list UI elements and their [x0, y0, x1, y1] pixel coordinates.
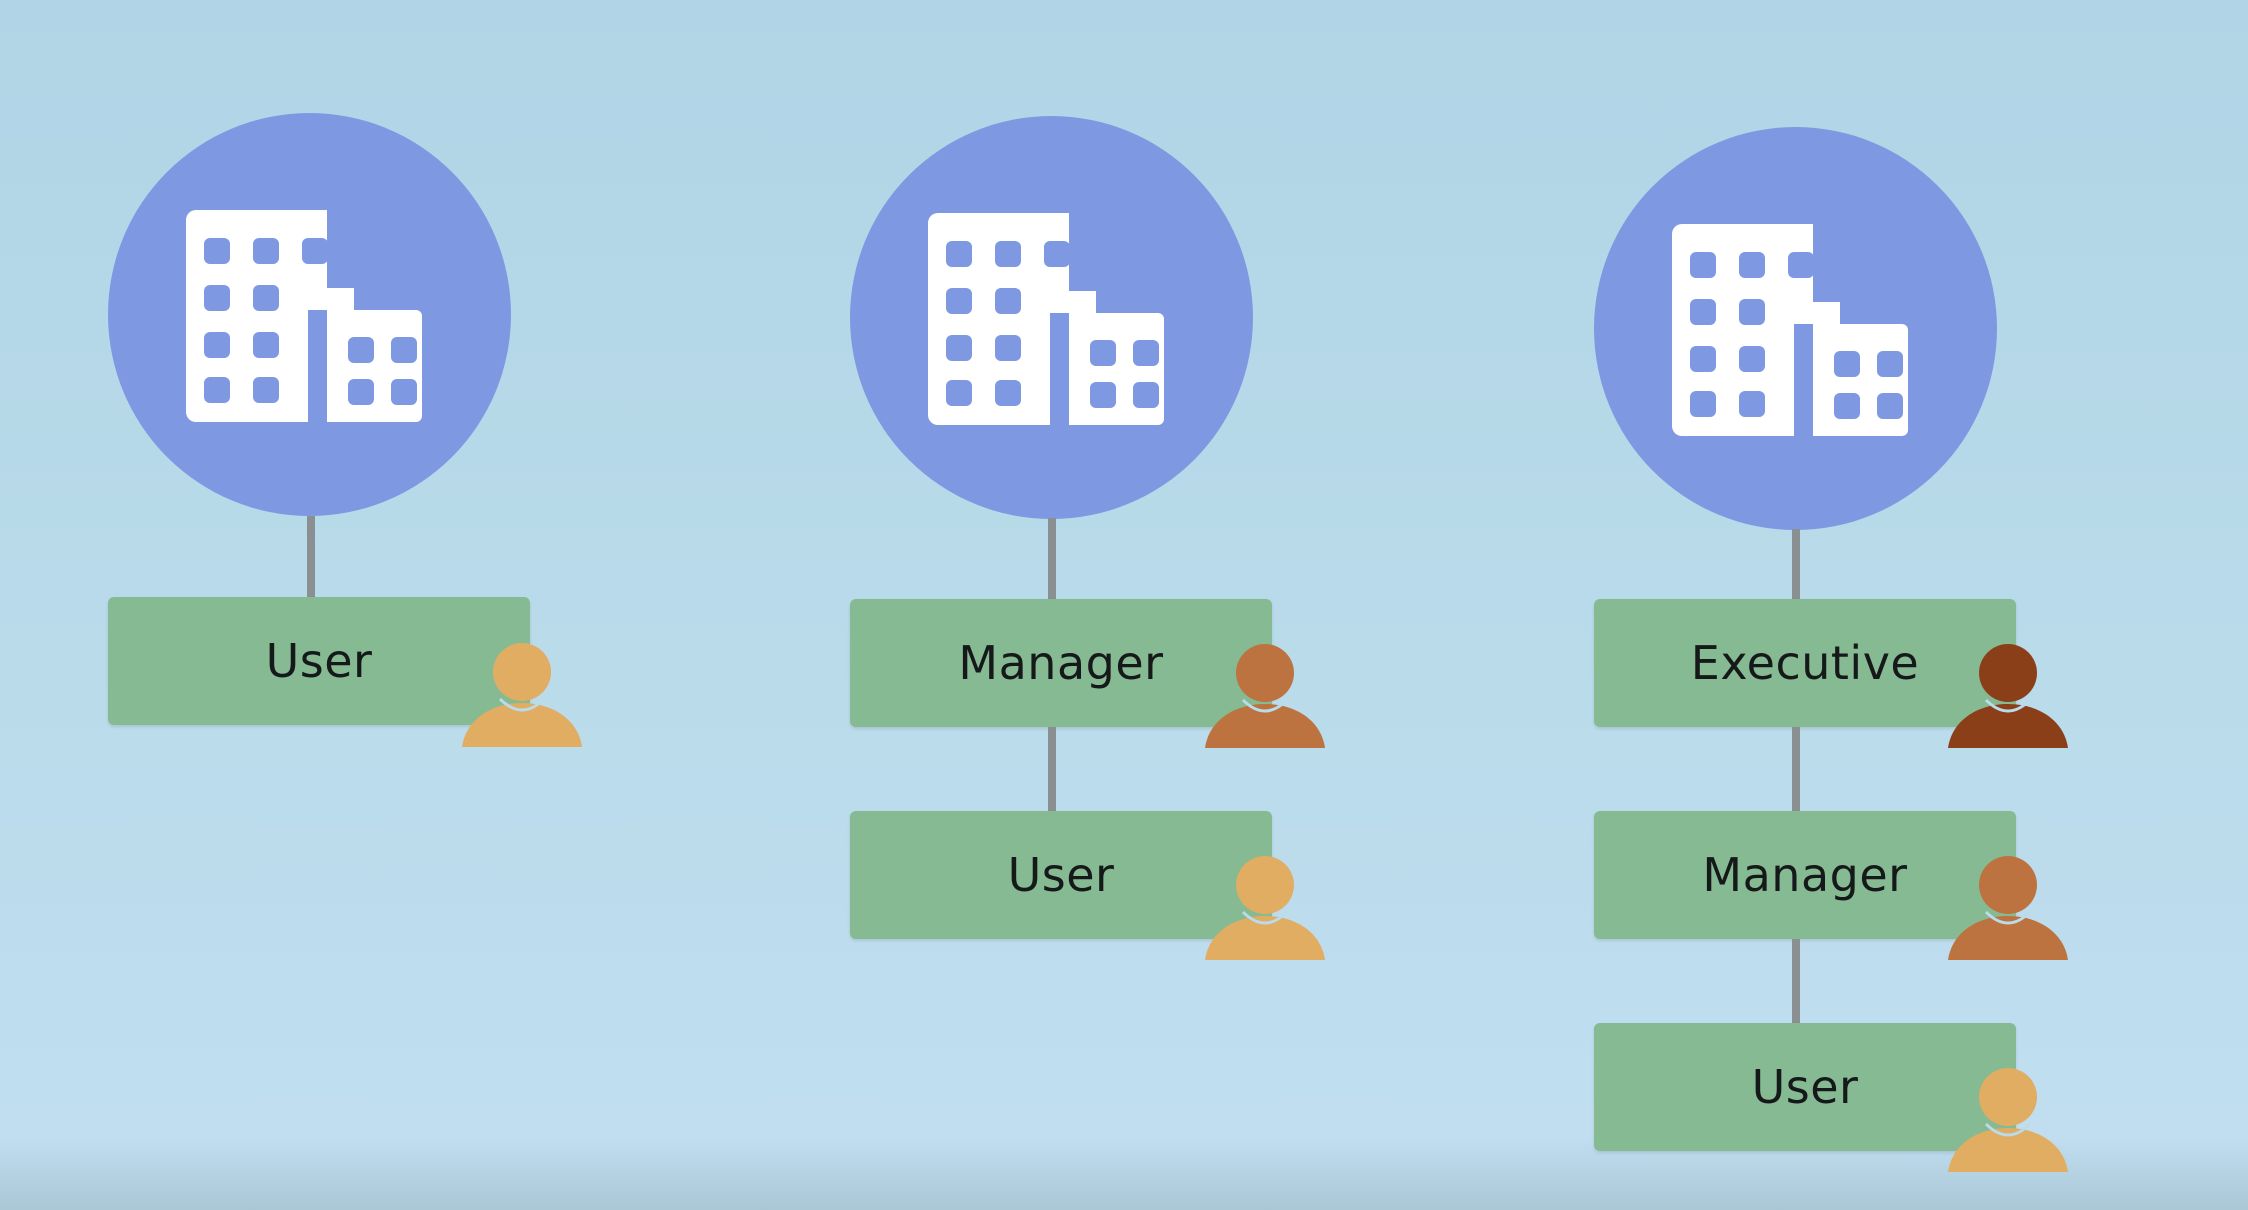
role-label: User — [265, 634, 373, 688]
building-icon — [1672, 224, 1908, 436]
connector-line — [1792, 727, 1800, 813]
user-person-icon — [1203, 854, 1327, 962]
org-column-2: Manager User — [850, 0, 1490, 1210]
role-label: User — [1751, 1060, 1859, 1114]
role-label: Executive — [1690, 636, 1920, 690]
connector-line — [1792, 529, 1800, 601]
user-person-icon — [1946, 1066, 2070, 1174]
org-circle-3 — [1594, 127, 1997, 530]
role-box-user: User — [850, 811, 1272, 939]
building-icon — [928, 213, 1164, 425]
manager-person-icon — [1203, 642, 1327, 750]
role-box-user: User — [1594, 1023, 2016, 1151]
org-circle-1 — [108, 113, 511, 516]
role-box-user: User — [108, 597, 530, 725]
role-label: Manager — [958, 636, 1164, 690]
manager-person-icon — [1946, 854, 2070, 962]
connector-line — [1048, 727, 1056, 813]
org-column-1: User — [108, 0, 748, 1210]
connector-line — [1048, 518, 1056, 600]
org-circle-2 — [850, 116, 1253, 519]
role-label: Manager — [1702, 848, 1908, 902]
org-column-3: Executive Manager User — [1594, 0, 2234, 1210]
role-box-executive: Executive — [1594, 599, 2016, 727]
role-box-manager: Manager — [1594, 811, 2016, 939]
building-icon — [186, 210, 422, 422]
connector-line — [307, 516, 315, 598]
connector-line — [1792, 939, 1800, 1025]
executive-person-icon — [1946, 642, 2070, 750]
role-box-manager: Manager — [850, 599, 1272, 727]
role-label: User — [1007, 848, 1115, 902]
user-person-icon — [460, 641, 584, 749]
